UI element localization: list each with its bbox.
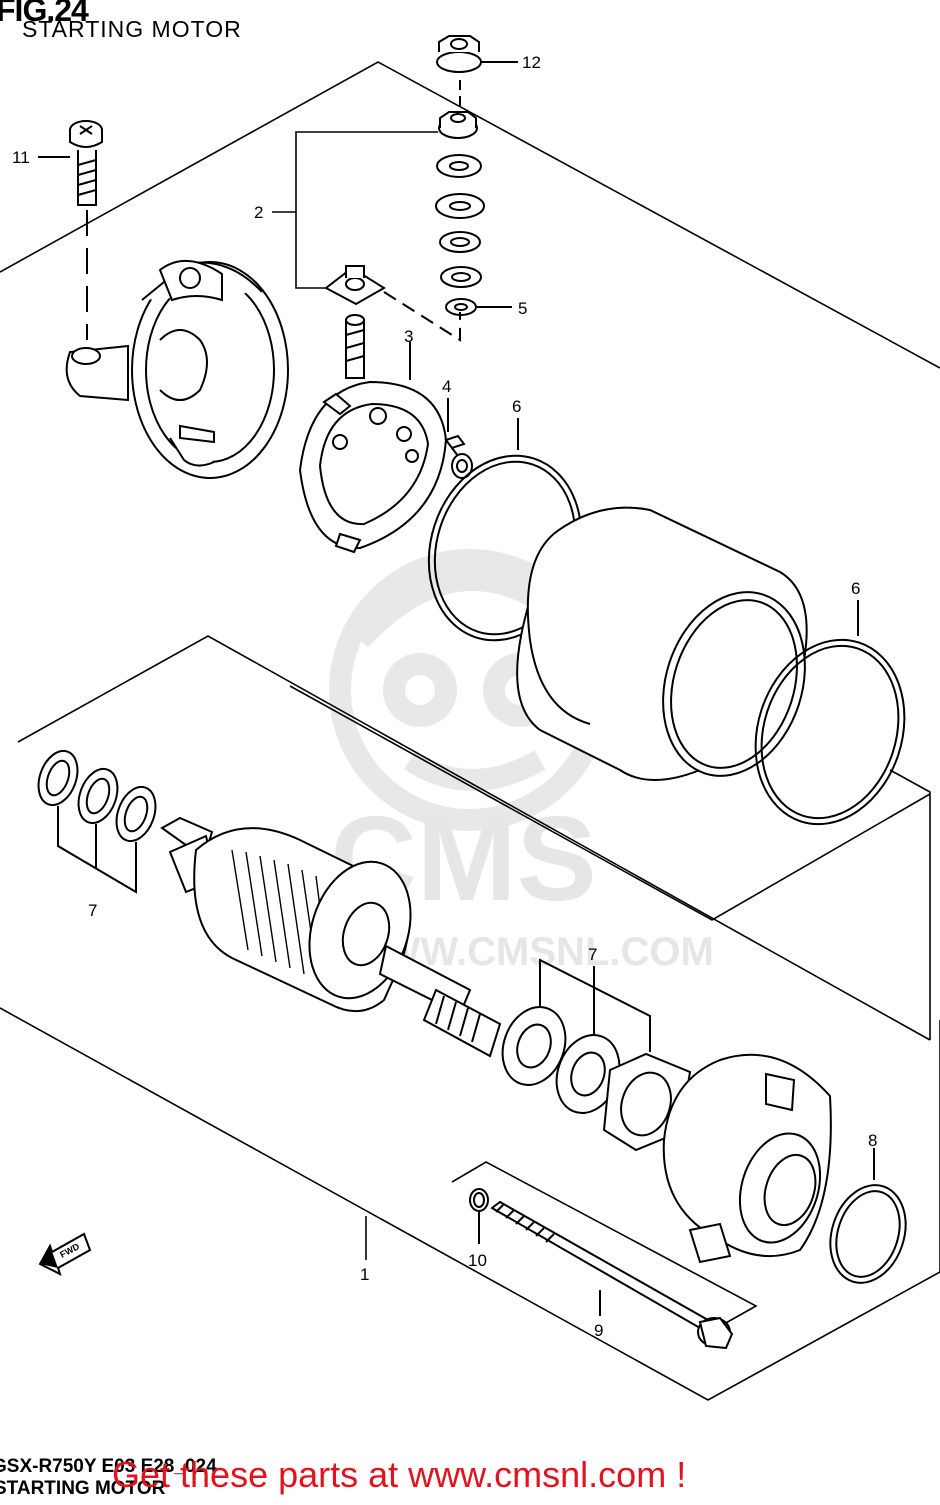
rear-cover: [65, 259, 289, 479]
callout-7-right: 7: [588, 945, 597, 964]
part-1-armature: [160, 816, 502, 1058]
part-6-oring-b: [754, 600, 906, 826]
part-2-bracket: [272, 131, 438, 289]
callout-6-upper: 6: [512, 397, 521, 416]
part-9-through-bolt: [490, 1200, 734, 1350]
armature-frame: [17, 635, 931, 1041]
callout-7-left: 7: [88, 901, 97, 920]
callout-numbers: 12 11 2 5 3 4 6 6 7 7 8 10 1 9: [12, 53, 877, 1340]
footer-title: STARTING MOTOR: [0, 1478, 166, 1499]
upper-assembly-frame: [0, 61, 940, 369]
part-4-brush-spring: [444, 398, 473, 479]
callout-4: 4: [442, 377, 451, 396]
callout-11: 11: [12, 148, 30, 167]
front-housing: [662, 1053, 832, 1264]
callout-6-lower: 6: [851, 579, 860, 598]
part-3-brush-plate: [298, 342, 448, 554]
part-10-oring: [469, 1188, 489, 1244]
part-9-bracket: [451, 1161, 758, 1325]
callout-5: 5: [518, 299, 527, 318]
model-code: GSX-R750Y E03 E28_024: [0, 1456, 217, 1477]
part-5-washer: [445, 298, 512, 316]
callout-8: 8: [868, 1131, 877, 1150]
fwd-arrow-icon: FWD: [38, 1232, 92, 1276]
part-8-oring: [829, 1148, 907, 1284]
page-title: STARTING MOTOR: [22, 16, 242, 42]
callout-3: 3: [404, 327, 413, 346]
part-11-bolt: [38, 120, 103, 340]
part-7-washers-right: [501, 958, 651, 1114]
yoke-housing: [516, 506, 808, 781]
lower-frame: [0, 1007, 940, 1401]
callout-10: 10: [468, 1251, 487, 1270]
promo-link[interactable]: Get these parts at www.cmsnl.com !: [112, 1454, 687, 1495]
part-12-nut: [436, 35, 518, 73]
figure-number: FIG.24: [0, 0, 89, 28]
part-2-washer-stack: [435, 80, 485, 288]
part-7-washers-left: [37, 749, 157, 894]
callout-1: 1: [360, 1265, 369, 1284]
callout-12: 12: [522, 53, 541, 72]
terminal-stud: [324, 265, 461, 379]
callout-2: 2: [254, 203, 263, 222]
callout-9: 9: [594, 1321, 603, 1340]
